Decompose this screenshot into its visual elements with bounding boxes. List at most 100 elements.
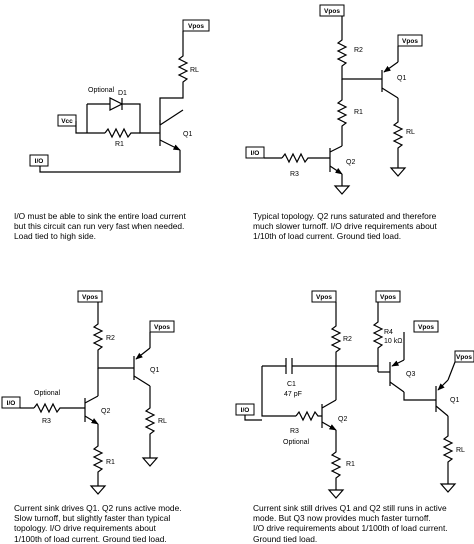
svg-text:Vpos: Vpos (82, 294, 98, 301)
q1-transistor (133, 347, 151, 387)
rl-resistor (442, 432, 454, 470)
caption-circuit-4: Current sink still drives Q1 and Q2 stil… (253, 503, 448, 544)
q1-transistor (381, 61, 399, 99)
svg-text:Optional: Optional (88, 87, 115, 94)
io-flag: I/O (29, 154, 49, 167)
svg-text:Q2: Q2 (338, 416, 347, 423)
r4-resistor (372, 318, 384, 356)
vpos-flag: Vpos (397, 34, 423, 47)
svg-text:Q1: Q1 (397, 75, 406, 82)
caption-line: I/O must be able to sink the entire load… (14, 211, 186, 221)
svg-text:Vcc: Vcc (61, 118, 73, 125)
svg-text:RL: RL (456, 447, 465, 454)
svg-text:Vpos: Vpos (380, 294, 396, 301)
svg-text:C1: C1 (287, 381, 296, 388)
svg-text:Optional: Optional (34, 390, 61, 397)
svg-text:R3: R3 (290, 428, 299, 435)
ground-symbol (89, 485, 107, 495)
caption-circuit-3: Current sink drives Q1. Q2 runs active m… (14, 503, 182, 544)
d1-diode (87, 97, 160, 134)
rl-resistor (177, 50, 189, 88)
c1-capacitor (285, 358, 293, 374)
svg-text:RL: RL (158, 418, 167, 425)
svg-text:Vpos: Vpos (418, 324, 434, 331)
svg-text:R1: R1 (106, 459, 115, 466)
vpos-flag: Vpos (311, 290, 337, 303)
vpos-flag: Vpos (77, 290, 103, 303)
svg-text:I/O: I/O (241, 407, 250, 414)
svg-text:Vpos: Vpos (188, 23, 204, 30)
q3-transistor (378, 359, 405, 393)
r1-resistor (336, 96, 348, 132)
svg-text:R2: R2 (106, 335, 115, 342)
svg-text:R4: R4 (384, 329, 393, 336)
ground-symbol (389, 167, 407, 177)
svg-text:R1: R1 (346, 461, 355, 468)
r2-resistor (92, 320, 104, 356)
io-flag: I/O (235, 403, 255, 416)
svg-text:I/O: I/O (251, 150, 260, 157)
r2-resistor (330, 322, 342, 358)
caption-line: Typical topology. Q2 runs saturated and … (253, 211, 437, 221)
r3-resistor (281, 152, 330, 164)
q2-transistor (329, 145, 343, 175)
svg-text:Q1: Q1 (150, 367, 159, 374)
svg-text:Vpos: Vpos (316, 294, 332, 301)
svg-text:Vpos: Vpos (402, 38, 418, 45)
svg-text:Vpos: Vpos (456, 354, 472, 361)
caption-line: Load tied to high side. (14, 231, 96, 242)
vpos-flag: Vpos (182, 19, 210, 32)
r1-resistor (92, 442, 104, 478)
caption-line: Current sink drives Q1. Q2 runs active m… (14, 503, 182, 513)
svg-text:Q3: Q3 (406, 371, 415, 378)
svg-text:10 kΩ: 10 kΩ (384, 338, 402, 345)
svg-text:RL: RL (406, 129, 415, 136)
svg-text:Q1: Q1 (183, 131, 192, 138)
rl-resistor (144, 404, 156, 442)
svg-text:R2: R2 (343, 336, 352, 343)
circuit-3: Vpos R2 Vpos Q1 RL Q2 (1, 290, 175, 495)
caption-line: but this circuit can run very fast when … (14, 221, 185, 232)
r1-resistor (104, 127, 140, 139)
rl-resistor (392, 118, 404, 156)
caption-circuit-1: I/O must be able to sink the entire load… (14, 211, 186, 242)
svg-text:I/O: I/O (7, 400, 16, 407)
vpos-flag: Vpos (413, 320, 439, 333)
svg-text:47 pF: 47 pF (284, 391, 302, 398)
vcc-flag: Vcc (57, 114, 77, 127)
caption-line: 1/10th of load current. Ground tied load… (253, 231, 402, 242)
svg-text:Vpos: Vpos (324, 8, 340, 15)
svg-text:R1: R1 (115, 141, 124, 148)
q1-transistor (435, 379, 449, 417)
caption-line: much slower turnoff. I/O drive requireme… (253, 221, 437, 232)
svg-text:Vpos: Vpos (154, 324, 170, 331)
ground-symbol (141, 457, 159, 467)
circuit-1: Vpos RL Q1 D1 Optional Vcc (29, 19, 210, 173)
svg-text:RL: RL (190, 67, 199, 74)
caption-line: mode. But Q3 now provides much faster tu… (253, 513, 431, 524)
circuit-2: Vpos R2 Vpos Q1 RL R1 (245, 4, 423, 195)
svg-text:R2: R2 (354, 47, 363, 54)
caption-line: Current sink still drives Q1 and Q2 stil… (253, 503, 447, 513)
ground-symbol (327, 489, 345, 499)
circuit-4: Vpos R2 Vpos R4 10 kΩ Vpos Vpos (235, 290, 474, 499)
r1-resistor (330, 448, 342, 484)
q2-transistor (321, 399, 337, 431)
svg-text:R3: R3 (290, 171, 299, 178)
vpos-flag: Vpos (149, 320, 175, 333)
vpos-flag: Vpos (319, 4, 345, 17)
r3-resistor (295, 410, 322, 422)
svg-text:Optional: Optional (283, 439, 310, 446)
io-flag: I/O (1, 396, 21, 409)
q2-transistor (84, 395, 99, 425)
q1-transistor (159, 109, 184, 151)
io-flag: I/O (245, 146, 265, 159)
caption-line: I/O drive requirements about 1/100th of … (253, 523, 448, 534)
ground-symbol (333, 185, 351, 195)
r3-resistor (33, 402, 85, 414)
svg-text:D1: D1 (118, 90, 127, 97)
vpos-flag: Vpos (454, 350, 474, 363)
caption-line: topology. I/O drive requirements about (14, 523, 156, 534)
svg-text:Q2: Q2 (101, 408, 110, 415)
